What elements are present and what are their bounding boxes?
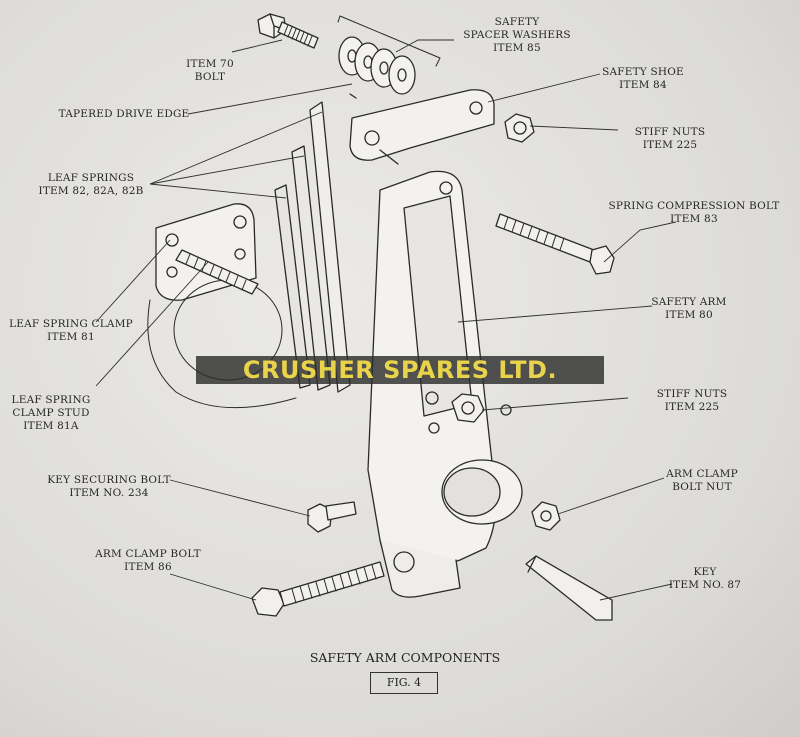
safety-shoe-part — [349, 89, 495, 165]
figure-title: SAFETY ARM COMPONENTS — [309, 650, 501, 665]
leaf-spring-plates-part — [274, 93, 357, 393]
key-securing-bolt-part — [307, 501, 357, 533]
figure-number-box: FIG. 4 — [370, 672, 438, 694]
leaf-spring-clamp-stud-part — [175, 249, 259, 295]
item70-bolt-part — [257, 13, 319, 49]
leader-lines — [95, 39, 677, 601]
safety-arm-part — [367, 170, 523, 598]
spring-compression-bolt-part — [495, 213, 615, 275]
watermark-banner: CRUSHER SPARES LTD. — [196, 356, 604, 384]
arm-clamp-bolt-part — [251, 561, 385, 617]
key-part — [525, 555, 613, 621]
safety-spacer-washers-part — [337, 15, 441, 95]
arm-clamp-bolt-nut-part — [531, 501, 561, 531]
label-tapered-drive-edge: TAPERED DRIVE EDGE — [58, 108, 190, 120]
stiff-nut-top-part — [504, 113, 535, 143]
